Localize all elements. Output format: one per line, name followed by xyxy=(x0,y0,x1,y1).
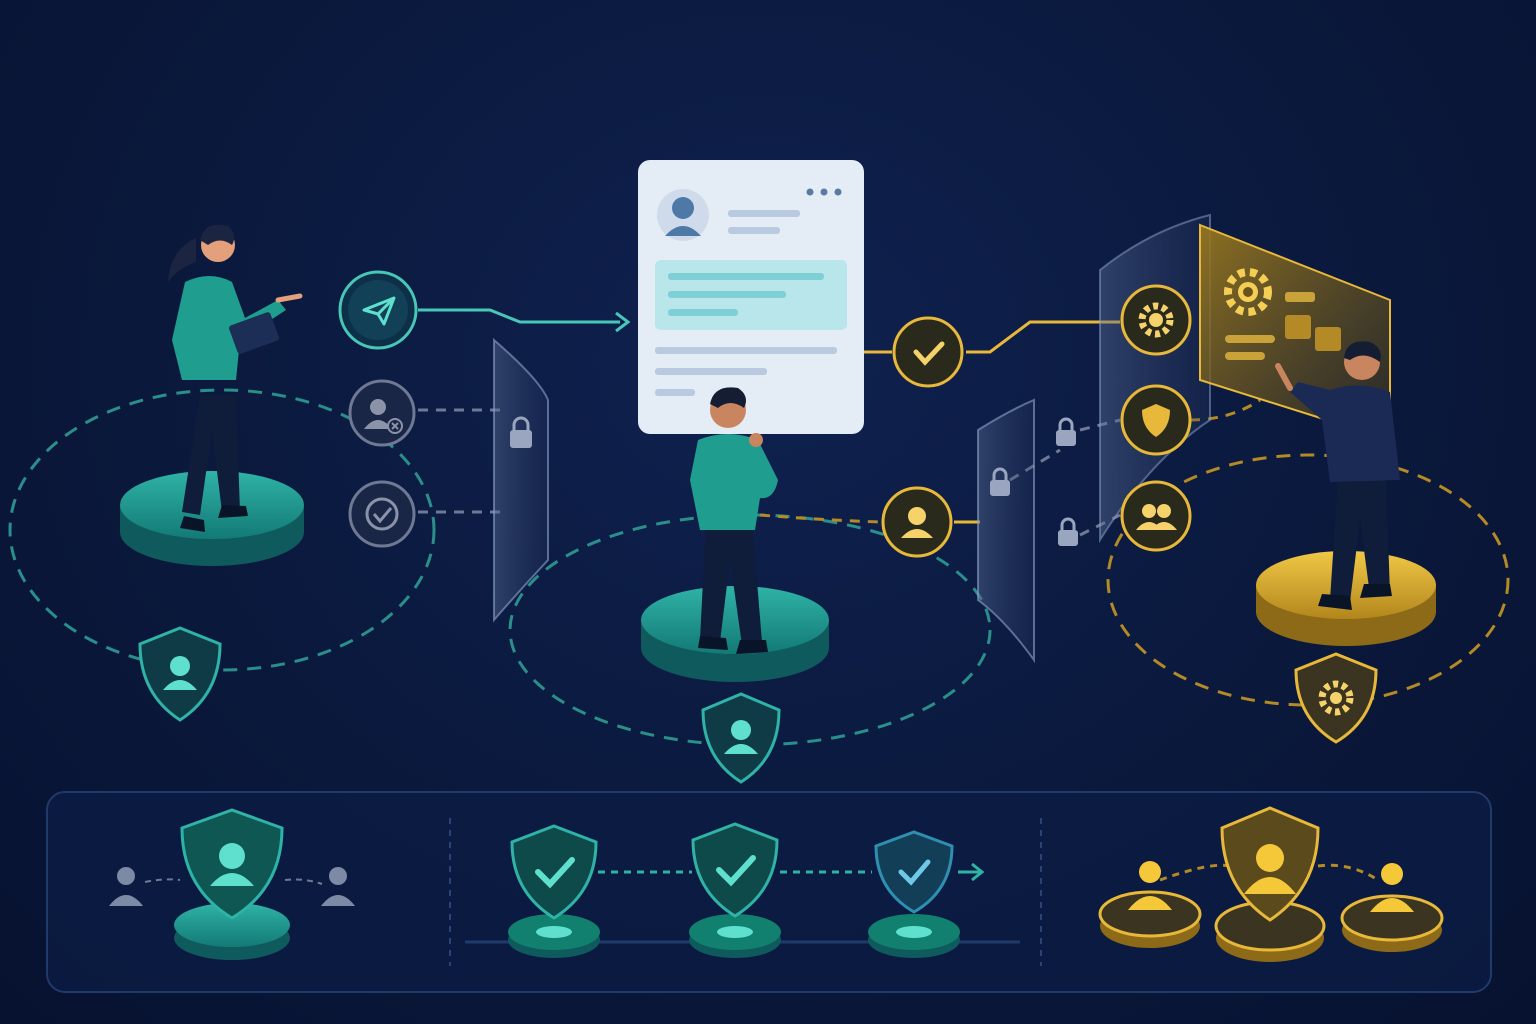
group-member xyxy=(1214,806,1326,962)
lock-icon xyxy=(1058,517,1078,546)
lock-icon xyxy=(1056,417,1076,446)
user-shield-icon xyxy=(701,692,781,784)
card-name-line xyxy=(728,210,800,217)
gear-icon[interactable] xyxy=(1120,284,1192,356)
chain-arrow xyxy=(958,862,985,882)
user-shield-icon xyxy=(1220,806,1320,922)
reviewer-platform xyxy=(641,586,829,682)
card-body-line xyxy=(655,368,767,375)
reviewer-orbit xyxy=(508,513,992,747)
user-icon[interactable] xyxy=(881,486,953,558)
approval-chain-section xyxy=(465,822,1020,958)
card-body-line xyxy=(655,347,837,354)
user-remove-icon[interactable] xyxy=(348,379,416,447)
card-sub-line xyxy=(728,227,780,234)
requester-platform xyxy=(120,471,304,566)
requester-orbit xyxy=(8,388,436,672)
user-shield-icon xyxy=(180,808,284,920)
group-access-section xyxy=(1098,806,1444,962)
send-arrowhead xyxy=(615,311,631,333)
chain-step xyxy=(689,822,781,958)
gear-shield-icon xyxy=(1294,652,1378,744)
user-icon xyxy=(321,867,355,906)
panel-line xyxy=(1285,292,1315,302)
reviewer-figure xyxy=(690,387,778,654)
shield-icon[interactable] xyxy=(1120,384,1192,456)
admin-orbit xyxy=(1106,453,1510,707)
card-body-line xyxy=(655,389,695,396)
chain-step xyxy=(868,830,960,958)
request-card xyxy=(638,160,864,434)
individual-access-section xyxy=(109,808,355,960)
avatar-icon xyxy=(657,189,709,241)
admin-settings-panel xyxy=(1199,223,1391,442)
user-shield-icon xyxy=(138,626,222,722)
check-shield-icon xyxy=(510,824,598,920)
gear-icon xyxy=(1224,268,1272,316)
card-highlight-line xyxy=(668,273,824,280)
group-member xyxy=(1340,863,1444,952)
card-highlight-line xyxy=(668,309,738,316)
orbit-rings xyxy=(8,388,1510,747)
panel-tile xyxy=(1285,315,1311,339)
users-icon[interactable] xyxy=(1120,480,1192,552)
lock-icon xyxy=(990,467,1010,496)
user-icon xyxy=(1370,863,1414,912)
check-circle-icon[interactable] xyxy=(348,480,416,548)
more-dots-icon[interactable] xyxy=(806,188,842,196)
check-icon[interactable] xyxy=(892,316,964,388)
panel-line xyxy=(1225,335,1275,343)
send-icon[interactable] xyxy=(338,270,418,350)
glass-barrier-right xyxy=(977,398,1035,664)
send-connector xyxy=(418,308,620,324)
user-icon xyxy=(1128,861,1172,910)
check-shield-icon xyxy=(691,822,779,918)
tablet xyxy=(229,312,279,354)
user-icon xyxy=(109,867,143,906)
lock-icon xyxy=(510,416,532,448)
check-shield-icon xyxy=(874,830,954,914)
panel-tile xyxy=(1315,327,1341,351)
legend-panel xyxy=(46,791,1492,993)
legend-connector xyxy=(144,878,323,885)
chain-step xyxy=(508,824,600,958)
approve-connector xyxy=(862,320,1120,354)
card-highlight-line xyxy=(668,291,786,298)
reviewer-user-connector xyxy=(759,513,881,524)
group-member xyxy=(1098,861,1202,948)
panel-line xyxy=(1225,352,1265,360)
admin-figure xyxy=(1275,341,1400,610)
requester-figure xyxy=(168,224,303,532)
glass-barrier-left xyxy=(493,337,549,623)
